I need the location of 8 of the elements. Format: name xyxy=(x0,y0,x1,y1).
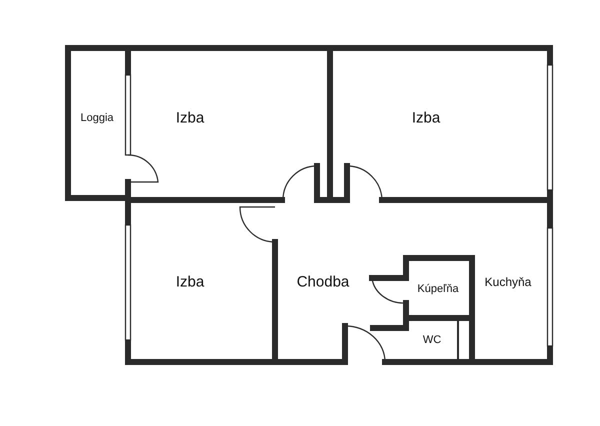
room-label: Kuchyňa xyxy=(484,275,532,289)
room-label: Kúpeľňa xyxy=(417,283,459,295)
room-label: Izba xyxy=(176,110,204,126)
room-label: Loggia xyxy=(80,112,114,124)
room-label: Izba xyxy=(412,110,440,126)
room-label: Chodba xyxy=(296,274,350,290)
room-label: Izba xyxy=(176,274,204,290)
room-label: WC xyxy=(422,334,442,346)
